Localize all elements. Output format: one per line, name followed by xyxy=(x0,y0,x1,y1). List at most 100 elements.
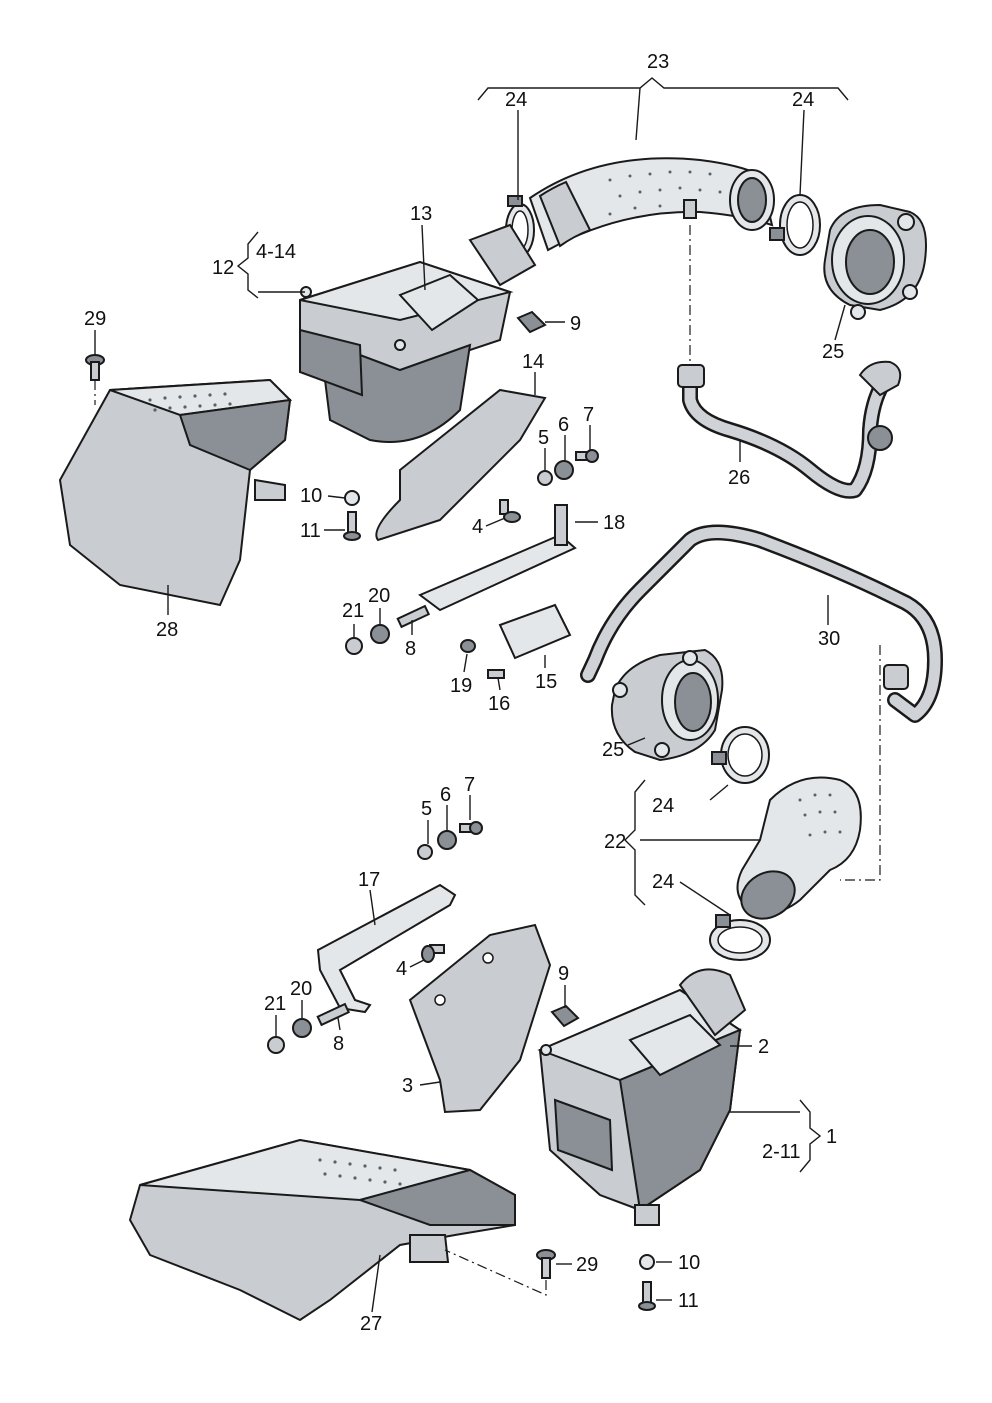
callout-22: 22 xyxy=(604,831,626,853)
leader-25-b xyxy=(627,737,646,746)
heat-shield-3 xyxy=(408,923,552,1114)
bracket-22 xyxy=(624,779,646,906)
bolt-4-bottom xyxy=(421,944,445,963)
air-filter-housing-1 xyxy=(537,968,747,1226)
vent-hose-26 xyxy=(677,360,902,499)
callout-26: 26 xyxy=(728,467,750,489)
leader-4-a xyxy=(485,517,506,527)
bracket-1 xyxy=(799,1099,822,1173)
washer-10-bottom xyxy=(639,1254,655,1270)
bracket-18 xyxy=(418,533,577,612)
callout-16: 16 xyxy=(488,693,510,715)
bracket-12 xyxy=(236,231,259,299)
callout-2: 2 xyxy=(758,1036,769,1058)
bolt-7-top xyxy=(575,449,599,463)
callout-23: 23 xyxy=(647,51,669,73)
callout-8-a: 8 xyxy=(405,638,416,660)
callout-8-b: 8 xyxy=(333,1033,344,1055)
callout-25-b: 25 xyxy=(602,739,624,761)
callout-9-a: 9 xyxy=(570,313,581,335)
leader-24-c xyxy=(709,784,729,801)
hose-clamp-24-right xyxy=(769,194,821,256)
air-guide-28 xyxy=(58,378,293,607)
callout-20-b: 20 xyxy=(290,978,312,1000)
screw-16 xyxy=(487,669,505,679)
hose-clamp-24-mid xyxy=(711,726,770,784)
callout-1: 1 xyxy=(826,1126,837,1148)
bolt-7-bottom xyxy=(459,821,483,835)
callout-17: 17 xyxy=(358,869,380,891)
callout-14: 14 xyxy=(522,351,544,373)
stud-11-bottom xyxy=(638,1281,656,1311)
throttle-housing-25-top xyxy=(823,203,927,320)
leader-10-a xyxy=(327,495,346,499)
callout-4-a: 4 xyxy=(472,516,483,538)
clip-nut-9-bottom xyxy=(550,1004,580,1028)
nut-21-top xyxy=(345,637,363,655)
callout-18: 18 xyxy=(603,512,625,534)
leader-27 xyxy=(371,1254,381,1313)
grommet-20-top xyxy=(370,624,390,644)
callout-24-a: 24 xyxy=(505,89,527,111)
callout-27: 27 xyxy=(360,1313,382,1335)
callout-11-a: 11 xyxy=(300,520,321,542)
throttle-housing-25-bottom xyxy=(610,648,724,762)
leader-17 xyxy=(369,889,376,926)
callout-25-a: 25 xyxy=(822,341,844,363)
dash-30-22 xyxy=(840,645,881,881)
callout-21-a: 21 xyxy=(342,600,364,622)
clip-19 xyxy=(460,639,476,653)
callout-4-b: 4 xyxy=(396,958,407,980)
bracket-17 xyxy=(316,883,457,1014)
bracket-15 xyxy=(498,603,572,660)
leader-23 xyxy=(635,87,641,141)
callout-7-a: 7 xyxy=(583,404,594,426)
leader-4-b xyxy=(409,959,425,968)
grommet-5-bottom xyxy=(417,844,433,860)
leader-19 xyxy=(463,653,468,673)
callout-6-a: 6 xyxy=(558,414,569,436)
callout-28: 28 xyxy=(156,619,178,641)
callout-19: 19 xyxy=(450,675,472,697)
callout-5-b: 5 xyxy=(421,798,432,820)
bracket-23 xyxy=(477,77,849,101)
air-guide-27 xyxy=(128,1138,516,1322)
callout-24-d: 24 xyxy=(652,871,674,893)
callout-24-c: 24 xyxy=(652,795,674,817)
leader-8-b xyxy=(337,1017,341,1031)
leader-16 xyxy=(497,677,501,691)
vent-hose-30 xyxy=(580,524,943,723)
screw-29-top xyxy=(85,354,105,381)
callout-20-a: 20 xyxy=(368,585,390,607)
bracket-18-arm xyxy=(554,504,568,546)
dash-29-27 xyxy=(444,1249,547,1296)
callout-10-b: 10 xyxy=(678,1252,700,1274)
leader-3 xyxy=(419,1081,441,1086)
intake-hose-23 xyxy=(528,157,775,252)
callout-15: 15 xyxy=(535,671,557,693)
heat-shield-3-hole-a xyxy=(482,952,494,964)
callout-12: 12 xyxy=(212,257,234,279)
callout-4-14: 4-14 xyxy=(256,241,296,263)
leader-13 xyxy=(421,224,426,291)
grommet-6-top xyxy=(554,460,574,480)
callout-2-11: 2-11 xyxy=(762,1141,801,1163)
callout-5-a: 5 xyxy=(538,427,549,449)
heat-shield-3-hole-b xyxy=(434,994,446,1006)
callout-24-b: 24 xyxy=(792,89,814,111)
intake-hose-22 xyxy=(736,776,862,920)
callout-29-b: 29 xyxy=(576,1254,598,1276)
clip-nut-9-top xyxy=(516,310,547,334)
callout-3: 3 xyxy=(402,1075,413,1097)
bolt-8-bottom xyxy=(316,1002,351,1027)
leader-24-d xyxy=(679,881,731,916)
leader-25-a xyxy=(834,304,846,341)
callout-13: 13 xyxy=(410,203,432,225)
screw-29-bottom xyxy=(536,1249,556,1279)
callout-6-b: 6 xyxy=(440,784,451,806)
callout-29-a: 29 xyxy=(84,308,106,330)
callout-7-b: 7 xyxy=(464,774,475,796)
grommet-5-top xyxy=(537,470,553,486)
callout-30: 30 xyxy=(818,628,840,650)
air-filter-housing-12 xyxy=(299,223,537,443)
